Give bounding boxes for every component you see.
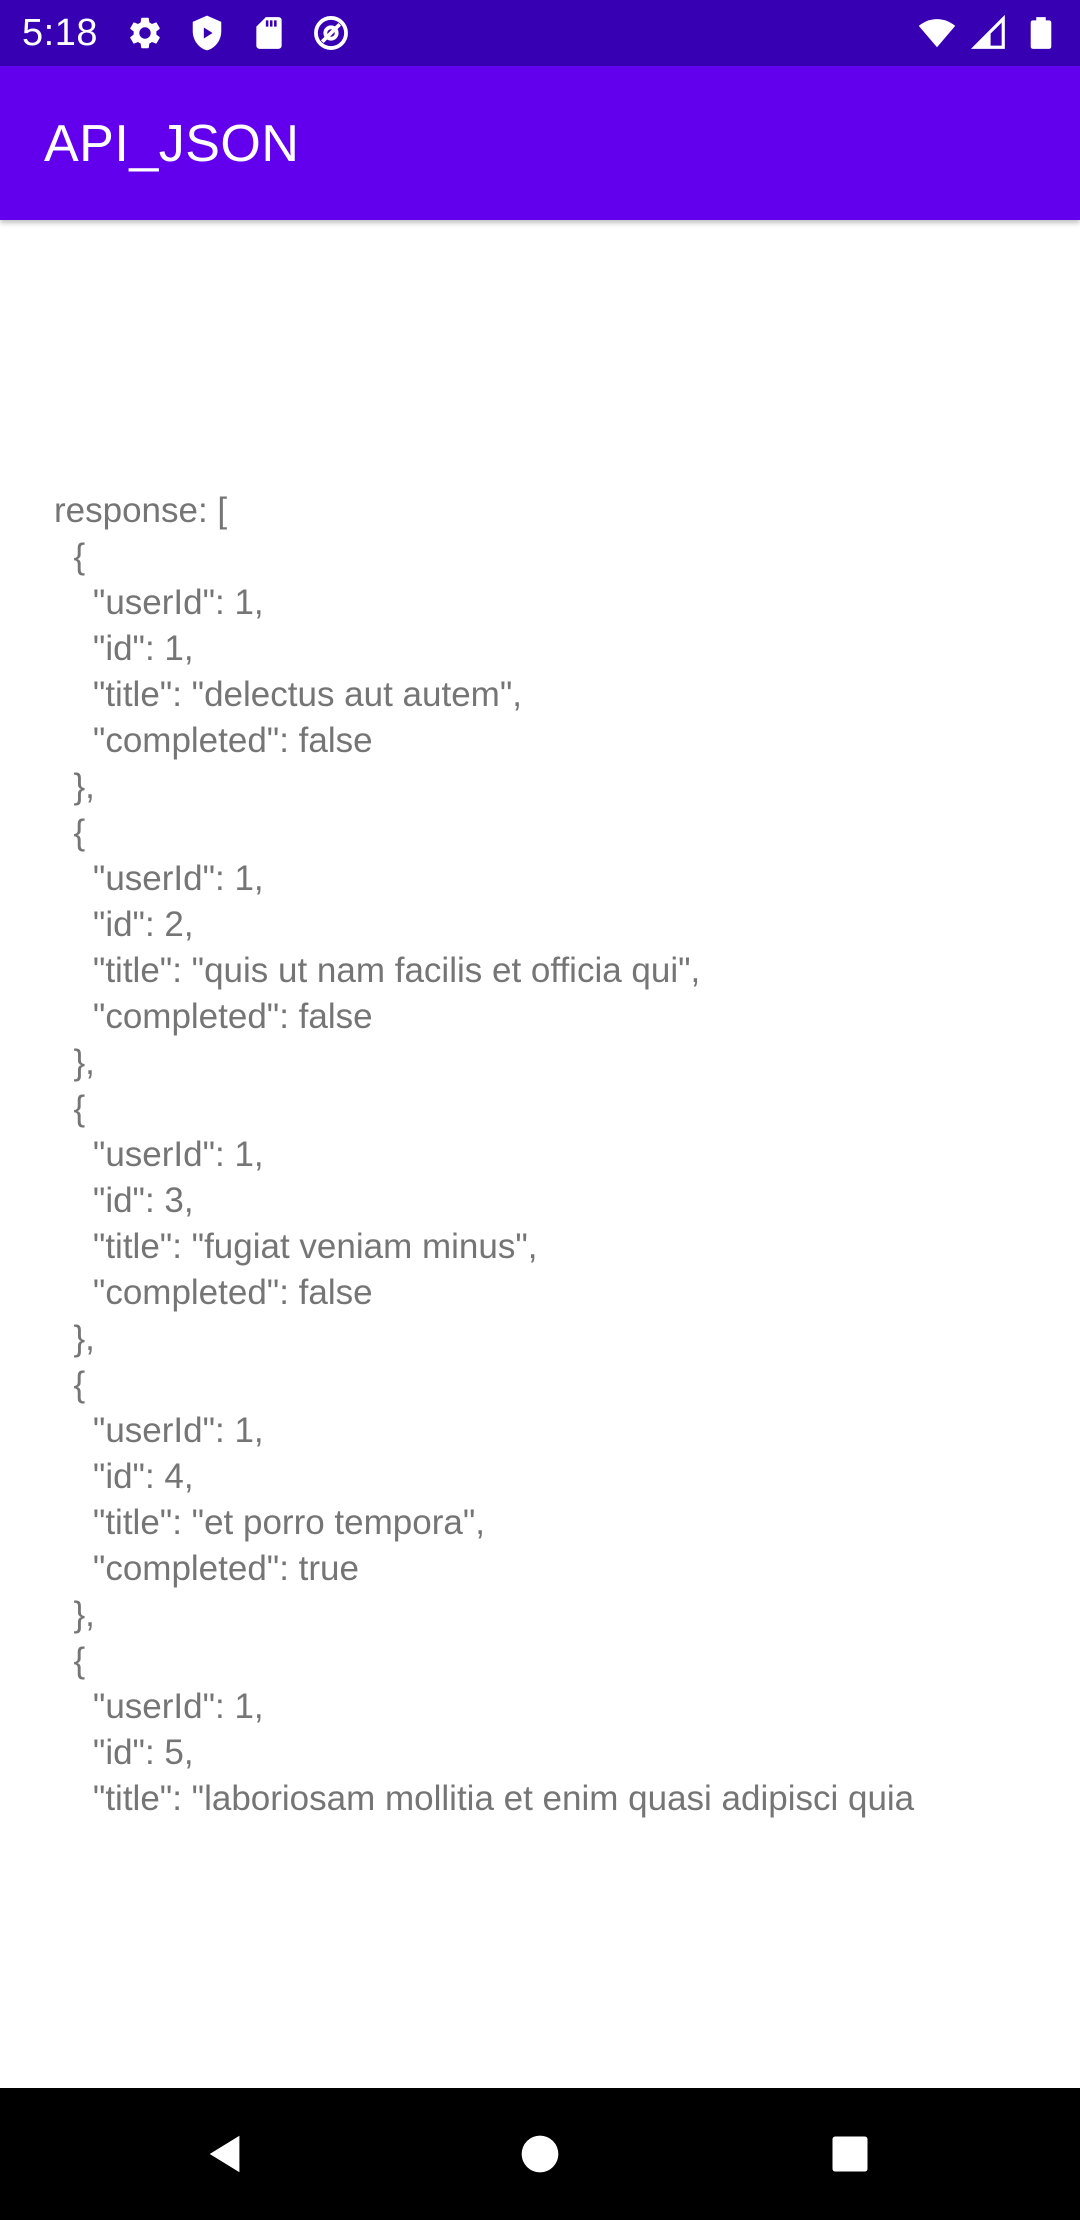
back-button[interactable] [186,2114,266,2194]
recents-button[interactable] [810,2114,890,2194]
response-text: response: [ { "userId": 1, "id": 1, "tit… [54,491,915,1818]
sd-card-icon [256,17,282,49]
status-bar: 5:18 [0,0,1080,66]
home-icon [521,2135,559,2173]
recents-icon [832,2136,868,2172]
at-sign-icon [314,16,348,50]
status-icons-left [126,14,350,52]
app-bar: API_JSON [0,66,1080,220]
wifi-icon [918,19,956,48]
cell-signal-icon [970,14,1005,49]
navigation-bar [0,2088,1080,2220]
home-button[interactable] [500,2114,580,2194]
app-title: API_JSON [44,115,300,173]
status-icons-right [918,14,1060,52]
content-area[interactable]: response: [ { "userId": 1, "id": 1, "tit… [0,220,1080,2088]
status-time: 5:18 [22,12,98,54]
shield-icon [192,15,222,51]
battery-icon [1030,17,1052,49]
back-icon [209,2135,240,2173]
gear-icon [130,17,160,49]
